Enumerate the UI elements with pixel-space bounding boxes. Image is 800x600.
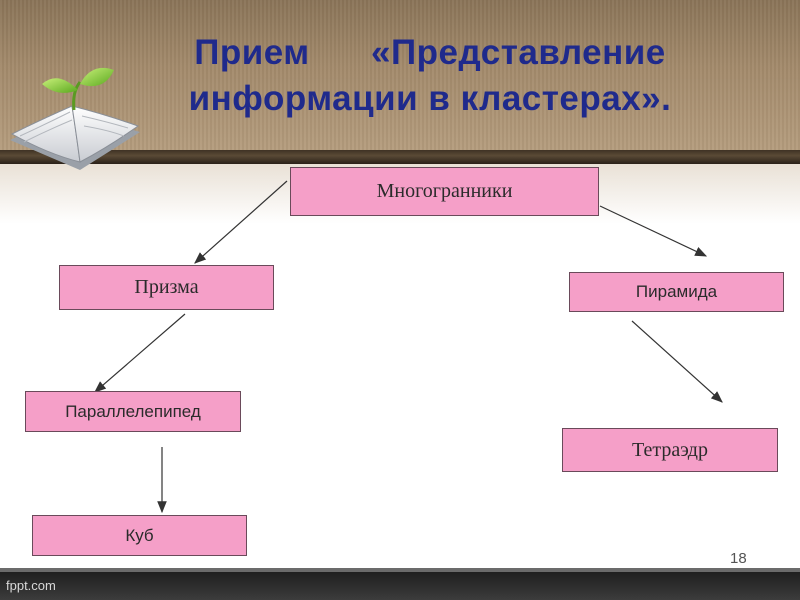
header-divider: [0, 150, 800, 164]
arrow-prism-parallelepiped: [94, 313, 186, 393]
footer-divider: [0, 568, 800, 572]
node-root: Многогранники: [290, 167, 599, 216]
node-parallelepiped: Параллелепипед: [25, 391, 241, 432]
slide-title: Прием «Представление информации в класте…: [188, 33, 672, 118]
arrow-pyramid-tetrahedron: [631, 320, 723, 403]
brand-link[interactable]: fppt.com: [6, 578, 56, 593]
node-pyramid-label: Пирамида: [635, 282, 718, 301]
page-number: 18: [730, 550, 747, 567]
node-prism-label: Призма: [134, 276, 199, 298]
node-pyramid: Пирамида: [569, 272, 784, 312]
footer-bar: [0, 572, 800, 600]
node-tetrahedron-label: Тетраэдр: [632, 438, 708, 461]
book-sprout-icon: [10, 67, 140, 170]
node-parallelepiped-label: Параллелепипед: [65, 401, 201, 421]
node-cube-label: Куб: [125, 525, 154, 545]
node-cube: Куб: [32, 515, 247, 556]
node-tetrahedron: Тетраэдр: [562, 428, 778, 472]
node-prism: Призма: [59, 265, 274, 310]
node-root-label: Многогранники: [376, 180, 513, 202]
